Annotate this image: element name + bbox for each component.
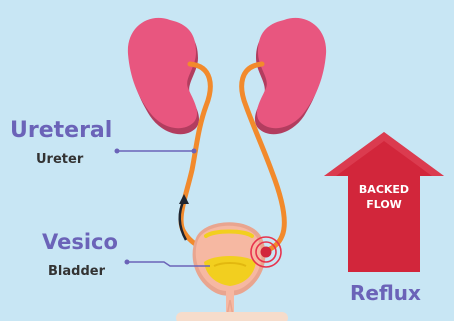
left-kidney-icon: [128, 18, 199, 134]
vesico-term: Vesico: [42, 232, 118, 253]
reflux-term: Reflux: [350, 283, 421, 303]
pelvic-floor: [176, 312, 288, 321]
bladder-label: Bladder: [48, 265, 105, 278]
target-rings-icon: [251, 237, 281, 267]
ureter-connector: [115, 149, 197, 154]
ureteral-term: Ureteral: [10, 120, 112, 142]
right-kidney-icon: [255, 18, 326, 134]
arrow-text-flow: FLOW: [346, 199, 422, 210]
arrow-text-backed: BACKED: [346, 184, 422, 195]
bladder-icon: [193, 222, 266, 321]
ureter-label: Ureter: [36, 153, 83, 166]
